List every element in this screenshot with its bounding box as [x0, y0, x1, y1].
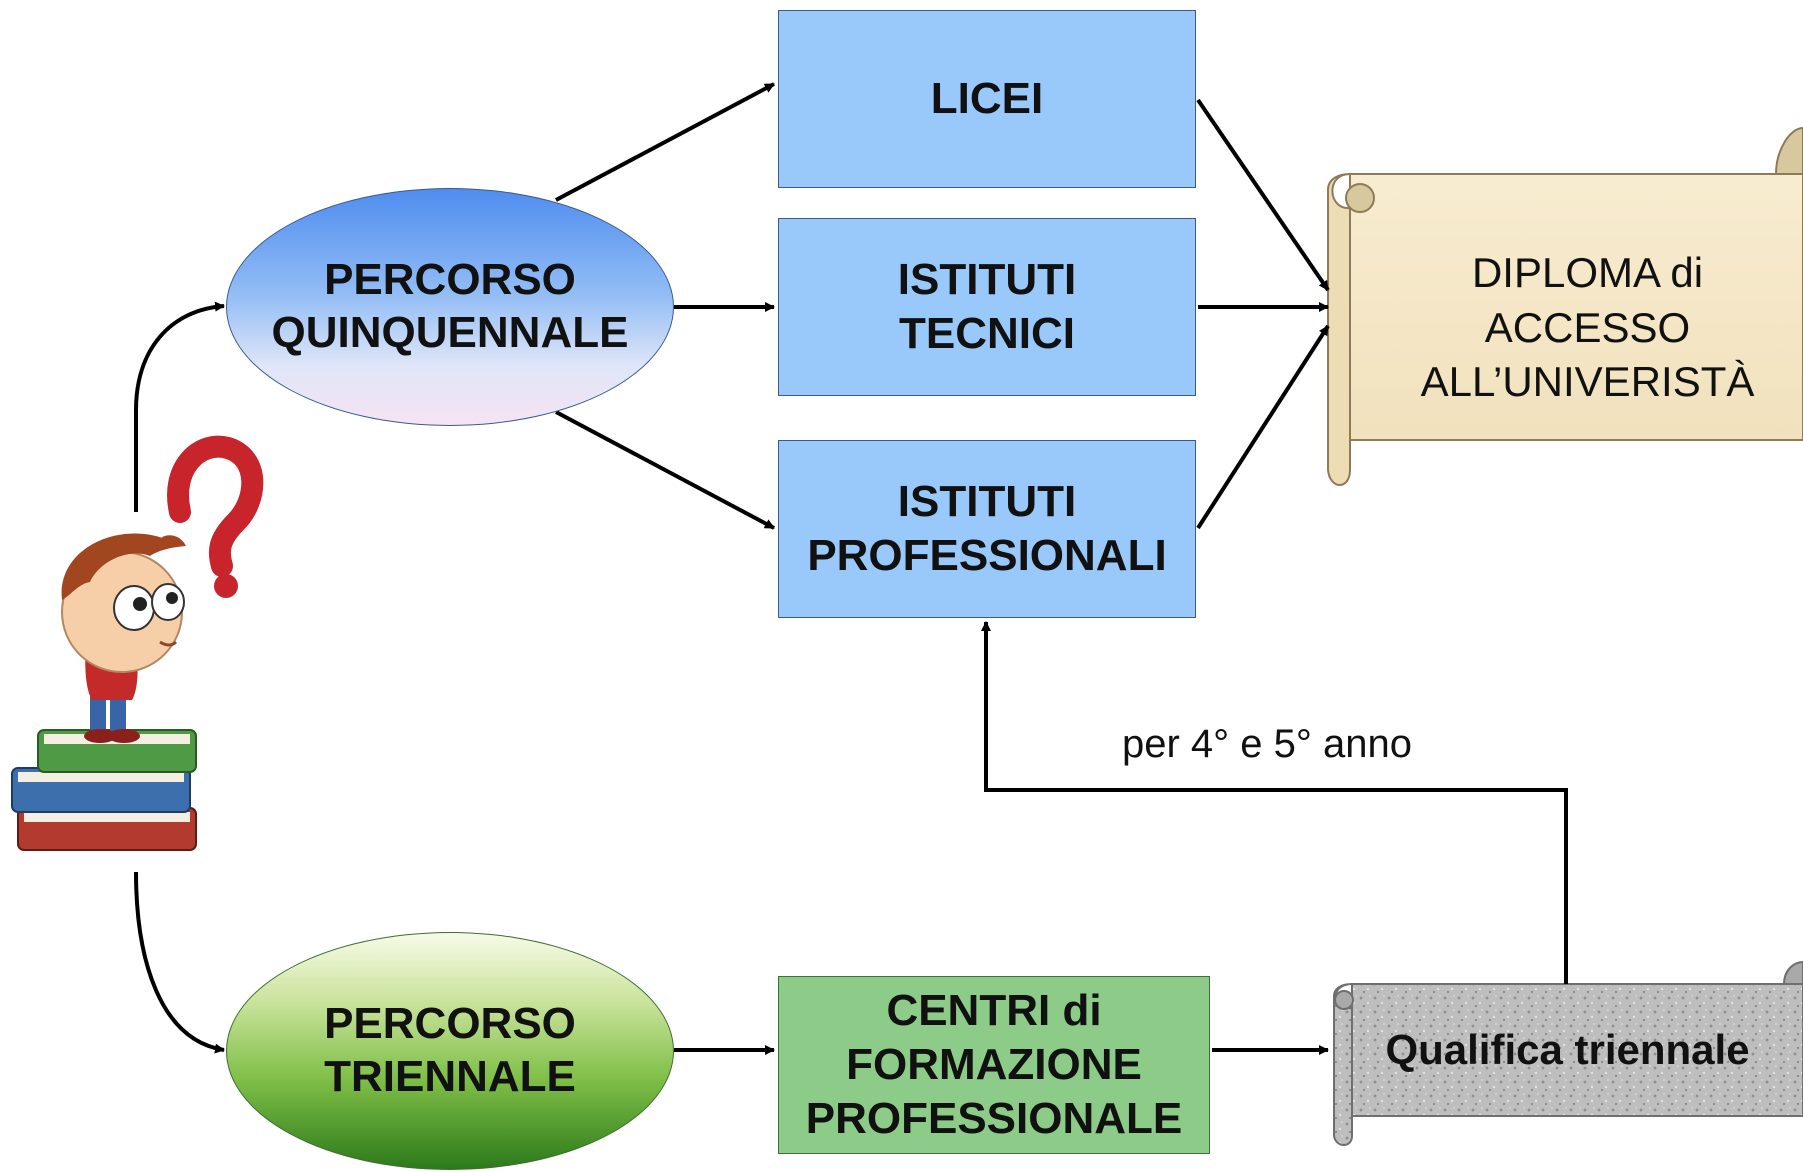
student-on-books-icon: [11, 533, 197, 851]
centri-formazione-line1: CENTRI di: [886, 986, 1102, 1036]
qualification-scroll-icon: [1333, 960, 1803, 1146]
istituti-professionali-line1: ISTITUTI: [897, 477, 1077, 527]
centri-formazione-line3: PROFESSIONALE: [805, 1093, 1183, 1143]
istituti-tecnici-line1: ISTITUTI: [897, 255, 1077, 305]
licei-node: LICEI: [778, 10, 1196, 188]
question-mark-icon: [167, 435, 264, 598]
centri-formazione-line2: FORMAZIONE: [846, 1040, 1142, 1090]
istituti-tecnici-node: ISTITUTI TECNICI: [778, 218, 1196, 396]
istituti-tecnici-line2: TECNICI: [899, 309, 1075, 358]
arrow-qualifica-to-prof: [981, 621, 1568, 984]
connector-label-4-5-anno: per 4° e 5° anno: [1122, 722, 1412, 766]
diploma-scroll-icon: [1327, 126, 1803, 486]
percorso-quinquennale-node: PERCORSO QUINQUENNALE: [226, 188, 674, 426]
diploma-line3: ALL’UNIVERISTÀ: [1420, 358, 1755, 406]
percorso-triennale-line2: TRIENNALE: [324, 1052, 576, 1101]
qualifica-triennale: Qualifica triennale: [1332, 1000, 1803, 1100]
istituti-professionali-line2: PROFESSIONALI: [807, 531, 1167, 580]
istituti-professionali-node: ISTITUTI PROFESSIONALI: [778, 440, 1196, 618]
centri-formazione-node: CENTRI di FORMAZIONE PROFESSIONALE: [778, 976, 1210, 1154]
arrow-student-to-quinquennale: [134, 301, 225, 512]
percorso-triennale-node: PERCORSO TRIENNALE: [226, 932, 674, 1170]
arrow-quin-to-prof: [555, 410, 775, 530]
diploma-line1: DIPLOMA di: [1471, 249, 1704, 297]
licei-label: LICEI: [930, 74, 1044, 124]
arrow-prof-to-diploma: [1196, 324, 1330, 530]
percorso-triennale-line1: PERCORSO: [324, 999, 576, 1049]
diploma-accesso-universita: DIPLOMA di ACCESSO ALL’UNIVERISTÀ: [1372, 208, 1803, 448]
percorso-quinquennale-line2: QUINQUENNALE: [271, 308, 629, 357]
connectors: [134, 82, 1568, 1055]
arrow-licei-to-diploma: [1196, 98, 1330, 292]
qualifica-label: Qualifica triennale: [1385, 1026, 1750, 1073]
arrow-student-to-triennale: [134, 871, 225, 1054]
arrow-quin-to-licei: [555, 82, 775, 202]
diploma-line2: ACCESSO: [1484, 303, 1691, 351]
percorso-quinquennale-line1: PERCORSO: [324, 255, 576, 305]
